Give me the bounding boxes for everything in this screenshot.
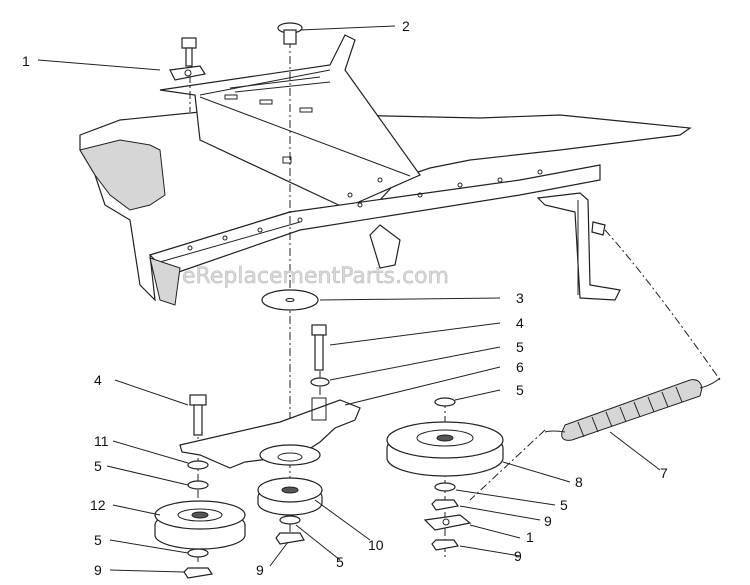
callout-12-pulley: 12 bbox=[90, 497, 106, 513]
bolt-4-center bbox=[310, 324, 330, 387]
leader-lines bbox=[37, 25, 661, 573]
bolt-4-left bbox=[189, 394, 207, 436]
callout-9-nut: 9 bbox=[256, 562, 264, 578]
callout-2-carriage-bolt: 2 bbox=[402, 18, 410, 34]
callout-9-nut: 9 bbox=[94, 562, 102, 578]
callout-4-bolt: 4 bbox=[516, 315, 524, 331]
carriage-bolt-2 bbox=[277, 22, 303, 45]
washer-3 bbox=[261, 289, 319, 311]
callout-5-washer: 5 bbox=[516, 339, 524, 355]
idler-arm-6 bbox=[179, 397, 361, 469]
callout-3-washer: 3 bbox=[516, 290, 524, 306]
right-pulley-stack bbox=[386, 397, 504, 551]
callout-9-nut: 9 bbox=[544, 513, 552, 529]
spring-bracket bbox=[536, 192, 621, 301]
callout-5-washer: 5 bbox=[94, 532, 102, 548]
center-pulley-stack bbox=[257, 477, 323, 545]
callout-11-spacer: 11 bbox=[94, 433, 109, 449]
watermark: eReplacementParts.com bbox=[182, 264, 449, 289]
callout-4-bolt: 4 bbox=[94, 372, 102, 388]
left-pulley-stack bbox=[154, 460, 246, 579]
callout-1-bolt: 1 bbox=[526, 529, 534, 545]
callout-5-washer: 5 bbox=[516, 382, 524, 398]
callout-labels: 1 2 3 4 5 6 5 4 11 5 12 5 9 9 5 10 7 8 5… bbox=[22, 18, 668, 578]
callout-5-washer: 5 bbox=[336, 554, 344, 570]
bolt-1 bbox=[169, 37, 206, 81]
callout-10-pulley: 10 bbox=[368, 537, 384, 553]
callout-6-idler-arm: 6 bbox=[516, 359, 524, 375]
callout-5-washer: 5 bbox=[94, 458, 102, 474]
callout-1-bolt: 1 bbox=[22, 53, 30, 69]
callout-7-spring: 7 bbox=[660, 465, 668, 481]
callout-8-pulley: 8 bbox=[575, 474, 583, 490]
callout-9-nut: 9 bbox=[514, 548, 522, 564]
callout-5-washer: 5 bbox=[560, 497, 568, 513]
extension-spring-7 bbox=[544, 377, 721, 441]
